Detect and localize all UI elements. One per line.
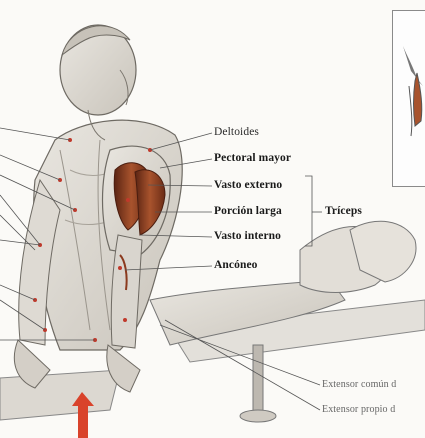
inset-thumbnail [392, 10, 425, 187]
label-triceps: Tríceps [325, 205, 362, 217]
label-pectoral-mayor: Pectoral mayor [214, 152, 291, 164]
label-anconeo: Ancóneo [214, 259, 258, 271]
label-extensor-propio: Extensor propio d [322, 404, 395, 415]
label-vasto-externo: Vasto externo [214, 179, 282, 191]
label-porcion-larga: Porción larga [214, 205, 282, 217]
label-extensor-comun: Extensor común d [322, 379, 396, 390]
label-vasto-interno: Vasto interno [214, 230, 281, 242]
inset-figure [393, 11, 425, 186]
label-deltoides: Deltoides [214, 126, 259, 138]
